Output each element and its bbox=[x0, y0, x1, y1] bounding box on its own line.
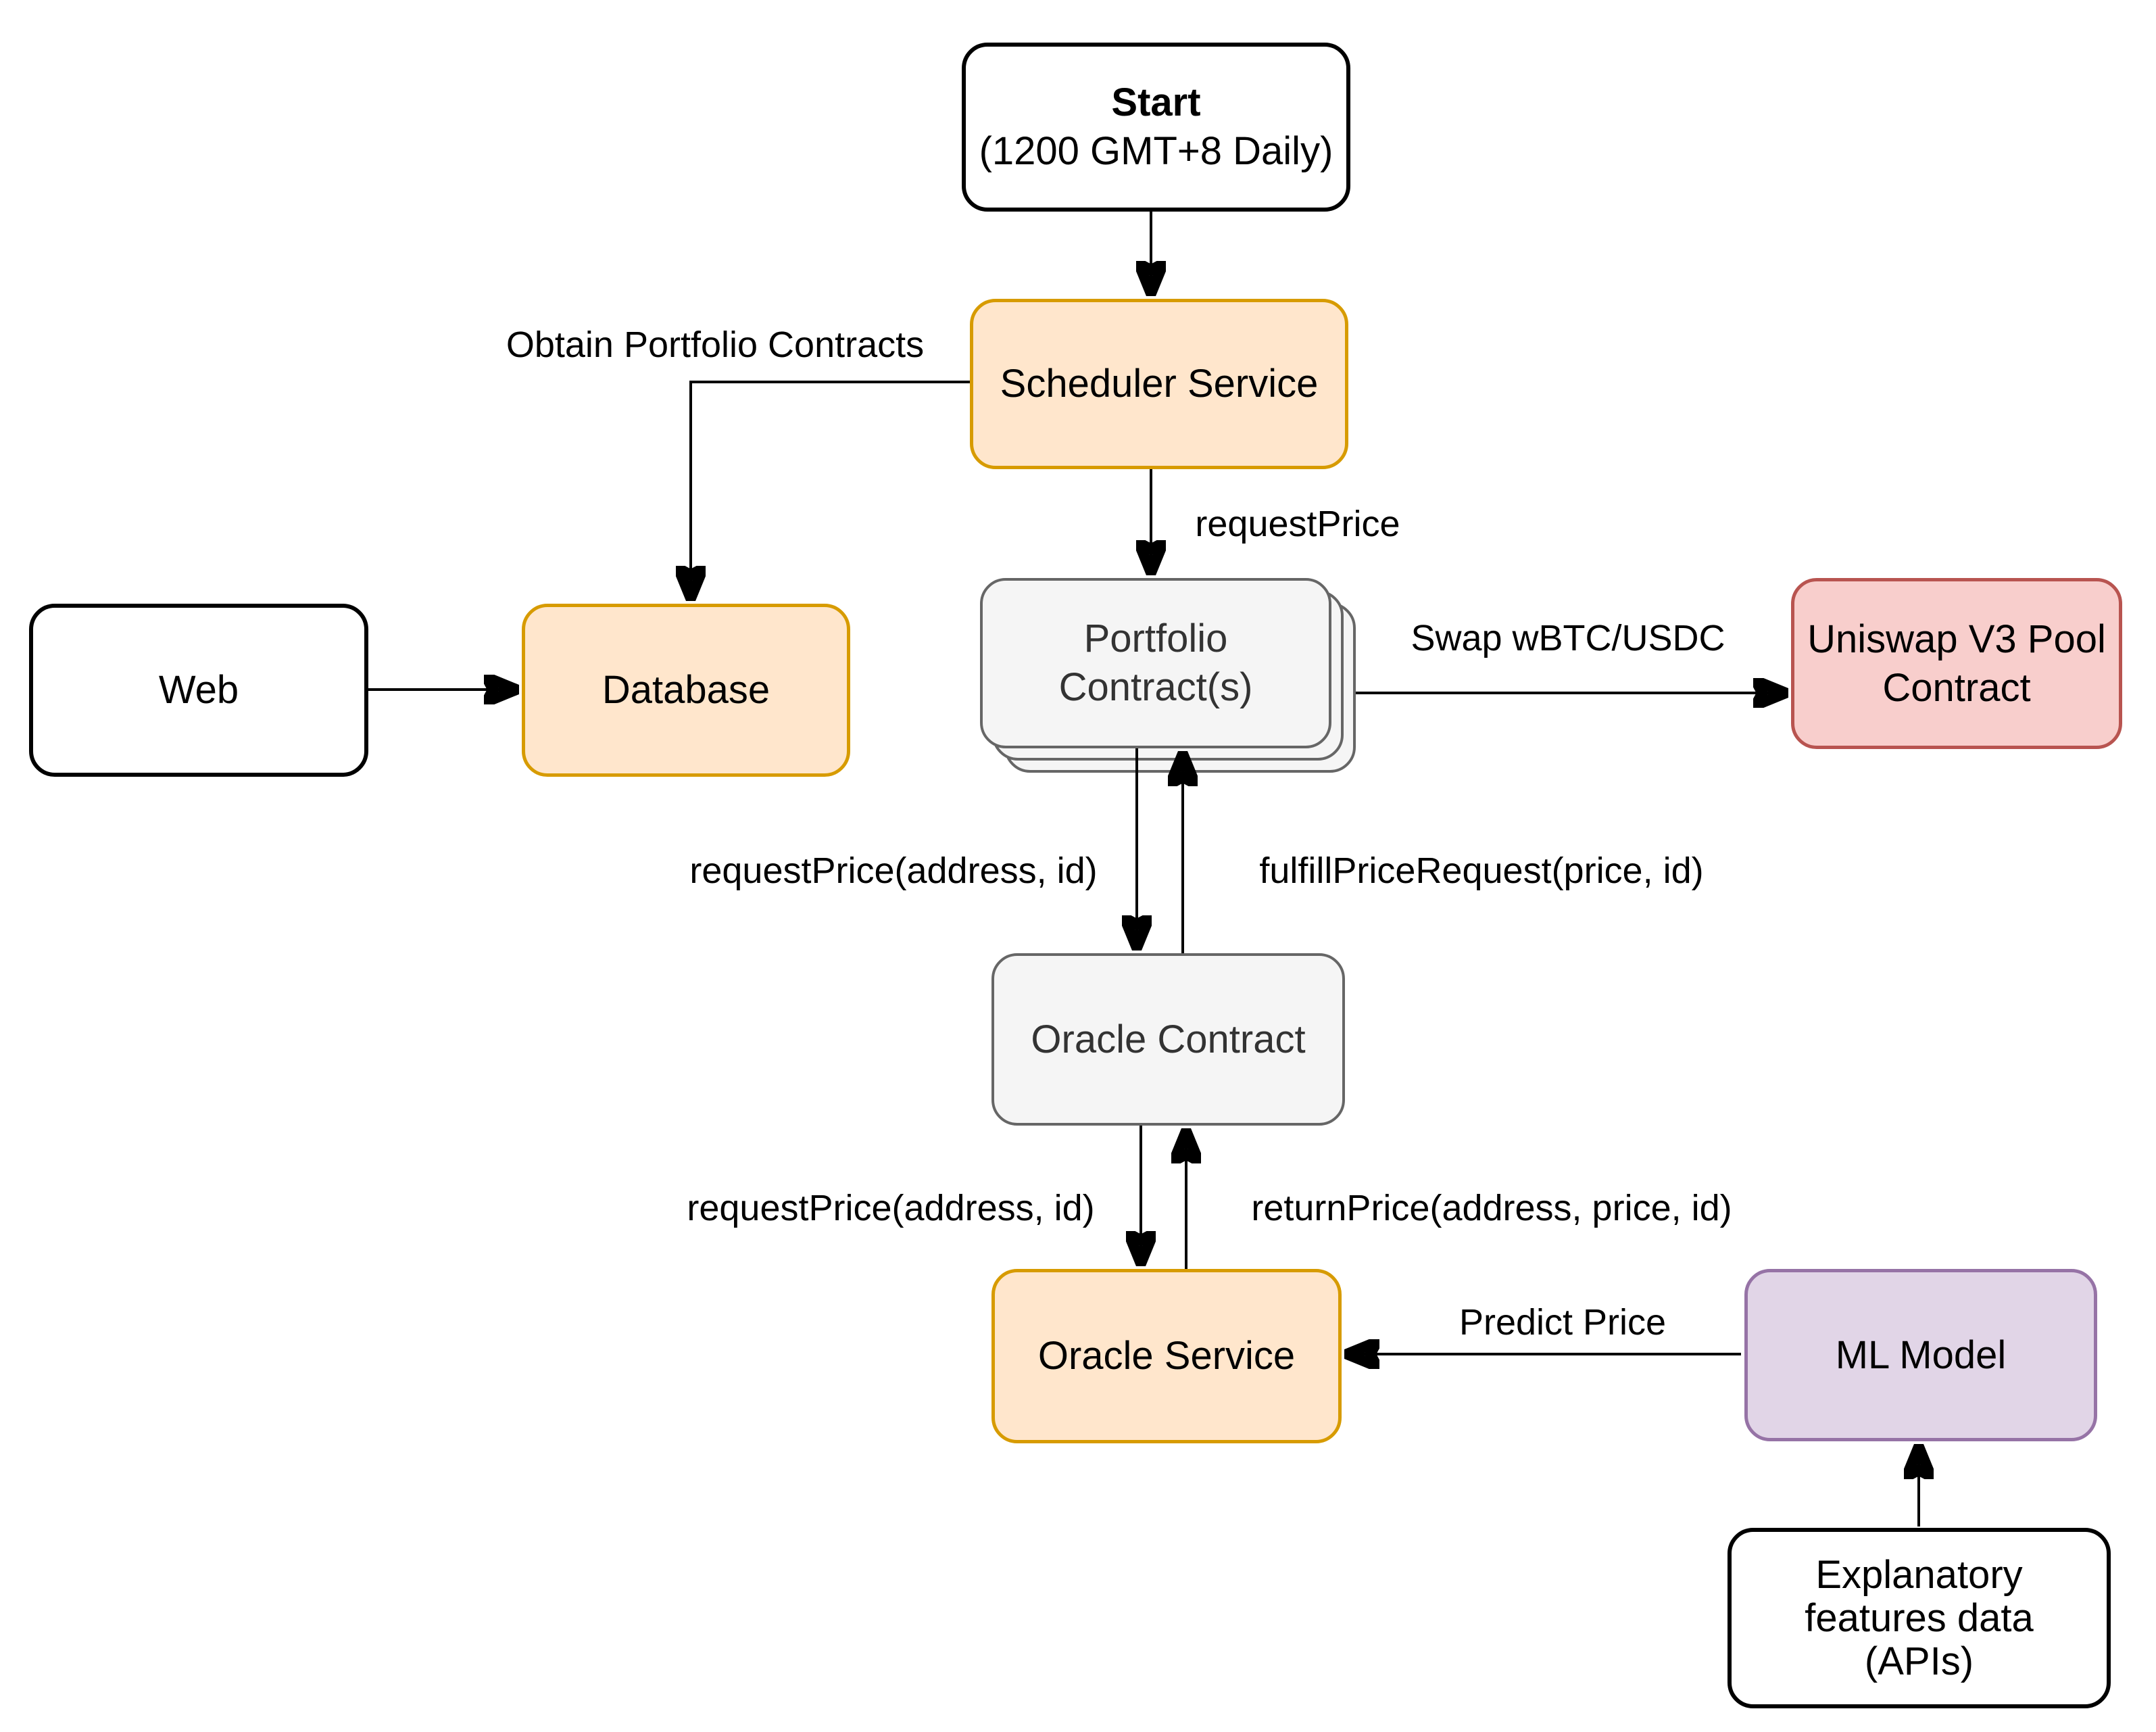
node-start: Start (1200 GMT+8 Daily) bbox=[962, 43, 1350, 212]
explanatory-features-label: Explanatory features data (APIs) bbox=[1805, 1552, 2034, 1683]
edge-label-request-price-address-id-lower: requestPrice(address, id) bbox=[683, 1188, 1099, 1228]
edge-label-fulfill-price-request: fulfillPriceRequest(price, id) bbox=[1255, 850, 1708, 891]
edge-label-request-price-address-id-upper: requestPrice(address, id) bbox=[685, 850, 1102, 891]
uniswap-pool-label: Uniswap V3 Pool Contract bbox=[1807, 617, 2106, 710]
edge-label-request-price: requestPrice bbox=[1191, 504, 1404, 544]
scheduler-service-label: Scheduler Service bbox=[1000, 362, 1319, 406]
oracle-contract-label: Oracle Contract bbox=[1031, 1017, 1306, 1061]
database-label: Database bbox=[602, 668, 770, 712]
node-database: Database bbox=[522, 604, 850, 777]
node-web: Web bbox=[29, 604, 368, 777]
start-subtitle: (1200 GMT+8 Daily) bbox=[979, 129, 1333, 173]
edge-label-return-price-address-price-id: returnPrice(address, price, id) bbox=[1247, 1188, 1736, 1228]
node-portfolio-contracts: Portfolio Contract(s) bbox=[980, 578, 1331, 748]
node-uniswap-v3-pool-contract: Uniswap V3 Pool Contract bbox=[1791, 578, 2122, 749]
node-oracle-service: Oracle Service bbox=[991, 1269, 1342, 1443]
start-title: Start bbox=[1111, 80, 1201, 124]
node-explanatory-features: Explanatory features data (APIs) bbox=[1728, 1528, 2111, 1708]
oracle-service-label: Oracle Service bbox=[1037, 1334, 1296, 1378]
node-ml-model: ML Model bbox=[1744, 1269, 2097, 1441]
web-label: Web bbox=[158, 668, 239, 712]
node-oracle-contract: Oracle Contract bbox=[991, 953, 1345, 1126]
edge-label-predict-price: Predict Price bbox=[1454, 1302, 1671, 1343]
edge-label-obtain-portfolio-contracts: Obtain Portfolio Contracts bbox=[501, 324, 929, 365]
edge-scheduler-to-database bbox=[691, 381, 970, 597]
edge-label-swap-wbtc-usdc: Swap wBTC/USDC bbox=[1406, 618, 1730, 658]
node-scheduler-service: Scheduler Service bbox=[970, 299, 1348, 469]
ml-model-label: ML Model bbox=[1835, 1332, 2007, 1377]
portfolio-contracts-label: Portfolio Contract(s) bbox=[1058, 617, 1253, 709]
